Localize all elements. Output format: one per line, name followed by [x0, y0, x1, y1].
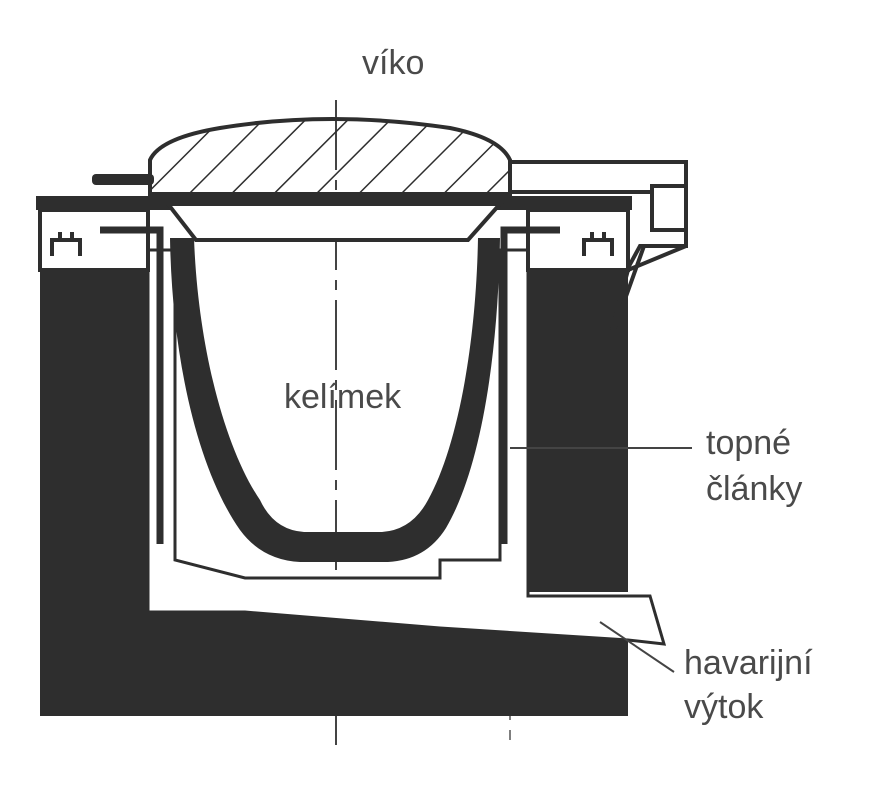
leader-emergency-outlet [599, 621, 675, 673]
lid [148, 117, 512, 198]
right-insulation [528, 248, 628, 592]
label-heating-elements-line1: topné [706, 424, 791, 462]
label-lid: víko [362, 44, 424, 82]
lid-handle [92, 174, 154, 185]
lid-bottom-edge [148, 192, 512, 202]
heating-element-right [500, 226, 560, 544]
crucible-rim [163, 202, 505, 242]
emergency-outlet-channel [146, 248, 667, 646]
label-crucible: kelímek [284, 378, 402, 416]
label-emergency-outlet-line1: havarijní [684, 644, 813, 682]
label-emergency-outlet-line2: výtok [684, 688, 764, 726]
label-heating-elements-line2: články [706, 470, 802, 508]
heating-element-left [100, 226, 164, 544]
lid-hinge-pin [650, 184, 688, 232]
terminal-left [50, 232, 82, 256]
lid-hinge-support [612, 230, 688, 331]
terminal-right [582, 232, 614, 256]
